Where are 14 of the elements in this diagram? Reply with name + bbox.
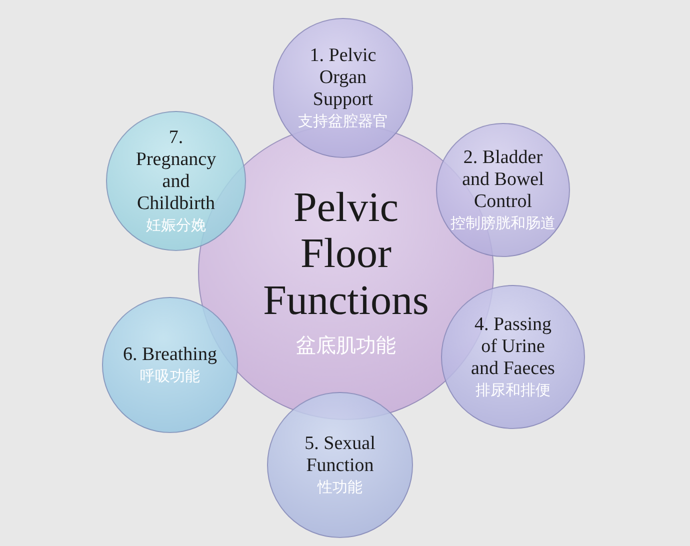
translation-text: 控制膀胱和肠道 <box>450 214 556 233</box>
circle-title: 1. Pelvic Organ Support <box>308 45 378 111</box>
translation-text: 妊娠分娩 <box>146 216 206 235</box>
circle-title: 6. Breathing <box>122 344 218 366</box>
circle-title: 4. Passing of Urine and Faeces <box>470 314 556 380</box>
circle-title: 2. Bladder and Bowel Control <box>461 147 545 213</box>
translation-text: 排尿和排便 <box>476 380 550 400</box>
circle-title: 7. Pregnancy and Childbirth <box>134 127 218 215</box>
translation-text: 呼吸功能 <box>140 366 200 386</box>
central-title: Pelvic Floor Functions <box>262 185 430 324</box>
translation-text: 支持盆腔器官 <box>298 112 388 131</box>
translation-text: 盆底肌功能 <box>296 332 396 359</box>
translation-text: 性功能 <box>318 478 362 497</box>
circle-title: 5. Sexual Function <box>304 433 376 477</box>
